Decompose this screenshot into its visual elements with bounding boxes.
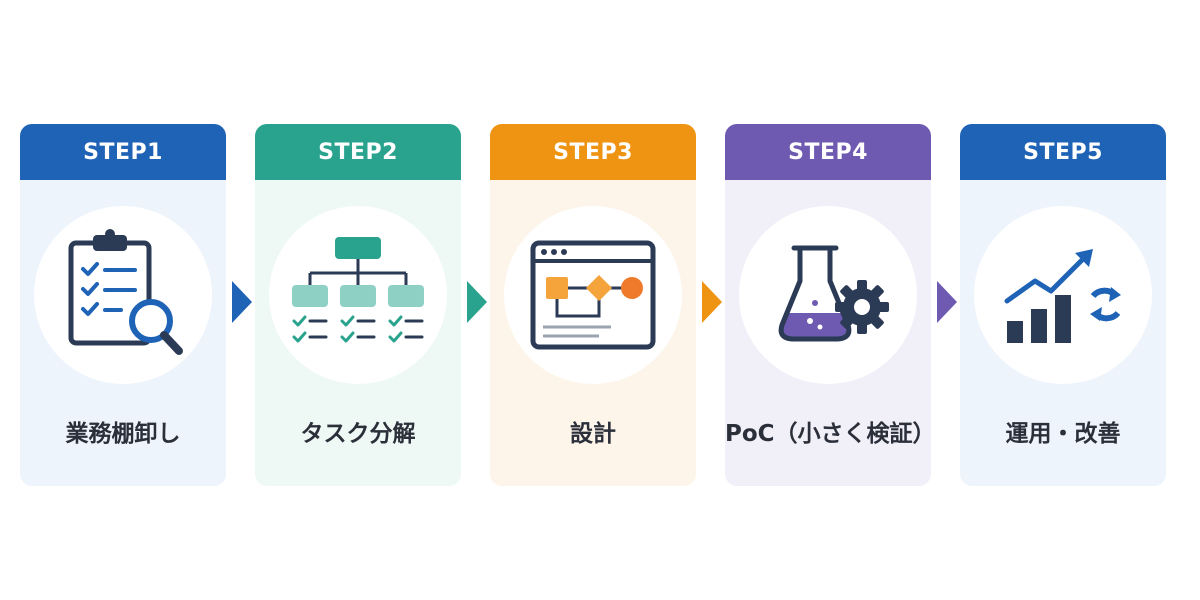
step-card-3: STEP3 設計 (490, 124, 696, 486)
chevron-right-icon (702, 281, 722, 323)
icon-circle-1 (34, 206, 212, 384)
task-hierarchy-icon (292, 237, 424, 343)
growth-cycle-icon (1004, 249, 1121, 343)
step-label-5: 運用・改善 (1005, 421, 1121, 447)
chevron-right-icon (467, 281, 487, 323)
step-label-1: 業務棚卸し (65, 421, 181, 447)
step-label-2: タスク分解 (300, 421, 416, 447)
icon-circle-3 (504, 206, 682, 384)
step-header-4: STEP4 (725, 124, 931, 180)
step-label-4: PoC（小さく検証） (725, 421, 931, 447)
chevron-right-icon (937, 281, 957, 323)
flask-gear-icon (778, 245, 889, 342)
icon-circle-2 (269, 206, 447, 384)
step-card-4: STEP4 (725, 124, 931, 486)
chevron-right-icon (232, 281, 252, 323)
step-header-3: STEP3 (490, 124, 696, 180)
step-card-1: STEP1 業務棚卸し (20, 124, 226, 486)
icon-circle-5 (974, 206, 1152, 384)
icon-circle-4 (739, 206, 917, 384)
step-card-2: STEP2 (255, 124, 461, 486)
step-card-5: STEP5 運用・改善 (960, 124, 1166, 486)
step-header-1: STEP1 (20, 124, 226, 180)
window-flowchart-icon (530, 240, 656, 350)
step-label-3: 設計 (570, 421, 616, 447)
clipboard-search-icon (68, 229, 183, 355)
step-header-5: STEP5 (960, 124, 1166, 180)
step-header-2: STEP2 (255, 124, 461, 180)
